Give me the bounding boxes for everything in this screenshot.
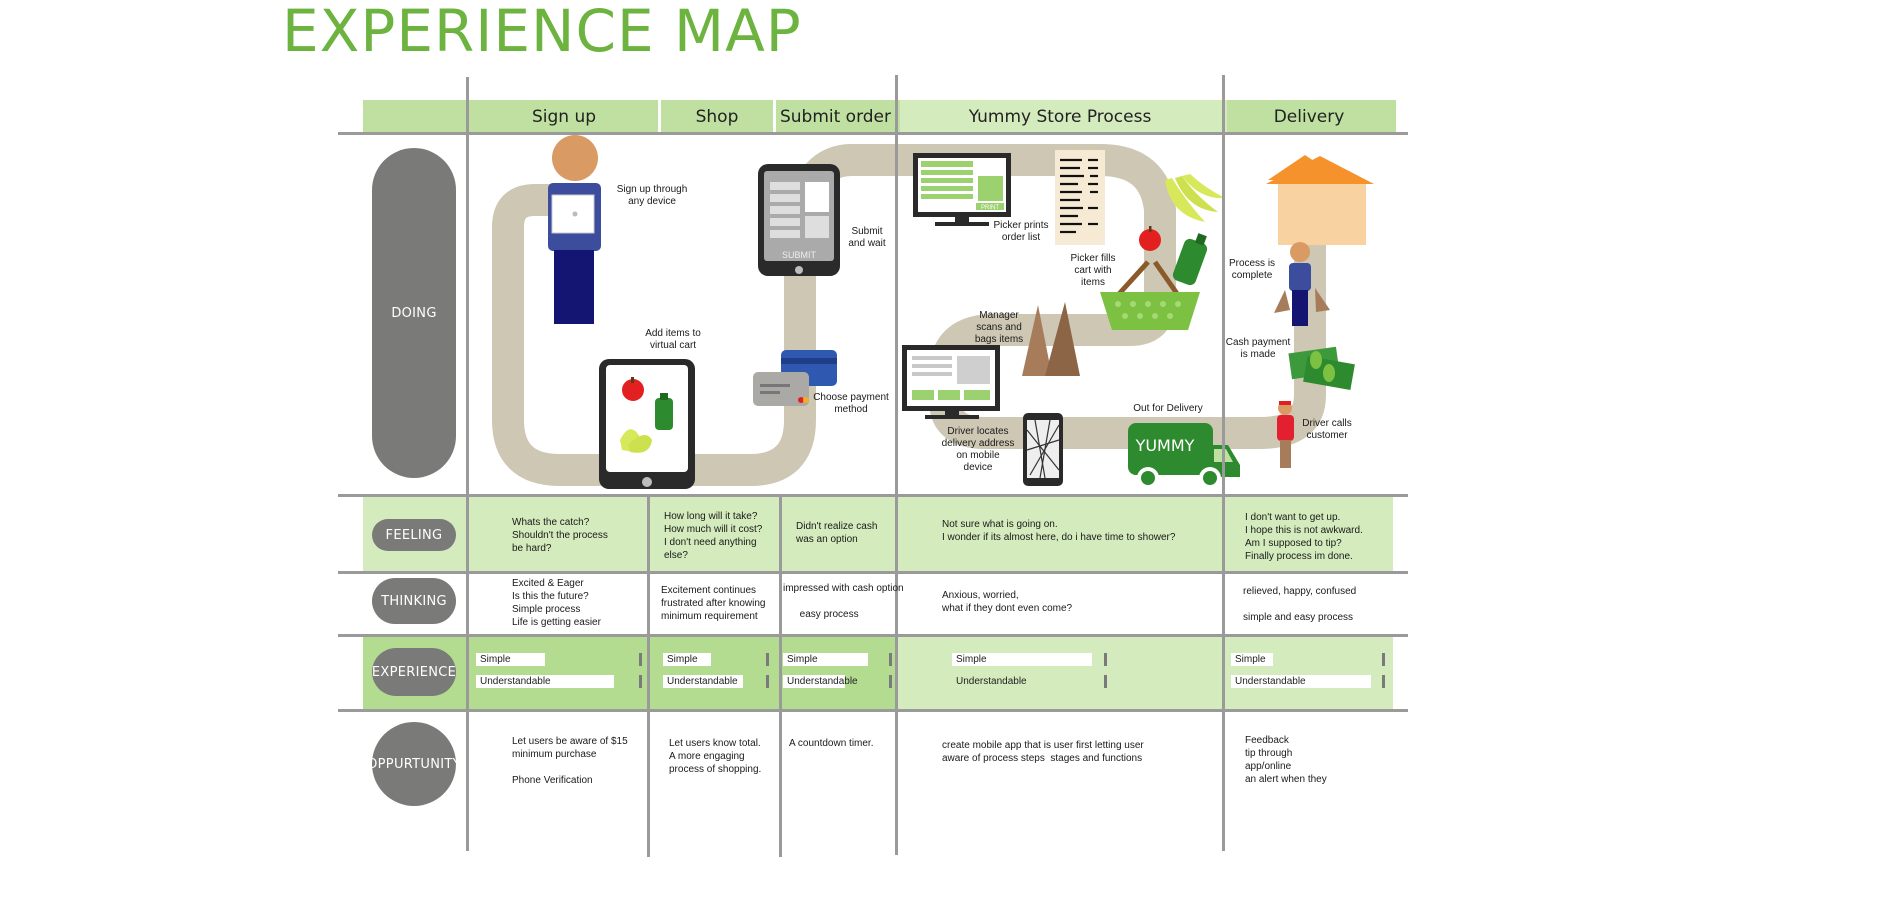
exp-yummy-max-marker [1104, 653, 1107, 666]
bottle-icon [1172, 233, 1208, 286]
caption-picker-fills: Picker fills cart with items [1070, 253, 1116, 288]
customer-person-icon [1274, 242, 1330, 326]
exp-signup-max-marker [639, 653, 642, 666]
delivery-truck-icon: YUMMY [1128, 423, 1240, 489]
submit-button-label: SUBMIT [782, 250, 817, 260]
shopping-basket-icon [1100, 260, 1200, 330]
exp-yummy-max-marker-2 [1104, 675, 1107, 688]
experience-row-band-b [898, 636, 1393, 710]
phase-submit-order: Submit order [779, 107, 892, 127]
grocery-bags-icon [1022, 302, 1080, 376]
truck-logo-text: YUMMY [1135, 436, 1195, 455]
opportunity-delivery: Feedback tip through app/online an alert… [1245, 735, 1327, 785]
exp-submit-understandable-bar: Understandable [783, 675, 858, 688]
phase-yummy-store-process: Yummy Store Process [968, 107, 1152, 127]
caption-submit-wait: Submit and wait [848, 226, 886, 249]
driver-person-icon [1277, 401, 1294, 468]
feeling-sign-up: Whats the catch? Shouldn't the process b… [512, 517, 608, 554]
opportunity-shop: Let users know total. A more engaging pr… [669, 738, 762, 775]
phase-header-band-yummy [900, 100, 1227, 134]
phase-header-divider-2 [773, 100, 776, 134]
phase-shop: Shop [695, 107, 739, 127]
caption-sign-up: Sign up through any device [616, 184, 688, 207]
exp-submit-max-marker [889, 653, 892, 666]
caption-driver-locates: Driver locates delivery address on mobil… [941, 426, 1015, 473]
apple-icon [1139, 226, 1161, 251]
row-label-experience: EXPERIENCE [372, 648, 456, 696]
tablet-cart-icon [599, 359, 695, 489]
row-label-feeling: FEELING [372, 519, 456, 551]
thinking-delivery: relieved, happy, confused simple and eas… [1243, 586, 1357, 623]
exp-delivery-max-marker [1382, 653, 1385, 666]
exp-yummy-simple-bar: Simple [952, 653, 1092, 666]
phase-header-divider-1 [658, 100, 661, 134]
opportunity-submit-order: A countdown timer. [789, 738, 874, 749]
person-with-laptop-icon [548, 135, 601, 324]
exp-shop-understandable-bar: Understandable [663, 675, 743, 688]
opportunity-yummy-store: create mobile app that is user first let… [942, 740, 1144, 764]
journey-path [492, 144, 1326, 486]
caption-driver-calls: Driver calls customer [1302, 418, 1352, 441]
exp-shop-max-marker [766, 653, 769, 666]
page-title: EXPERIENCE MAP [282, 0, 802, 65]
scan-monitor-icon [902, 345, 1000, 419]
feeling-shop: How long will it take? How much will it … [664, 511, 763, 561]
phase-sign-up: Sign up [531, 107, 597, 127]
bananas-icon [1165, 174, 1225, 222]
exp-submit-simple-bar: Simple [783, 653, 868, 666]
phase-delivery: Delivery [1273, 107, 1345, 127]
row-label-thinking: THINKING [372, 578, 456, 624]
feeling-submit-order: Didn't realize cash was an option [796, 521, 878, 545]
feeling-yummy-store: Not sure what is going on. I wonder if i… [942, 519, 1176, 543]
exp-submit-max-marker-2 [889, 675, 892, 688]
row-label-opportunity: OPPURTUNITY [367, 722, 461, 806]
exp-signup-understandable-bar: Understandable [476, 675, 614, 688]
caption-choose-payment: Choose payment method [813, 392, 889, 415]
caption-add-items: Add items to virtual cart [645, 328, 701, 351]
exp-shop-simple-bar: Simple [663, 653, 711, 666]
exp-delivery-understandable-bar: Understandable [1231, 675, 1371, 688]
exp-delivery-max-marker-2 [1382, 675, 1385, 688]
exp-signup-max-marker-2 [639, 675, 642, 688]
exp-shop-max-marker-2 [766, 675, 769, 688]
caption-cash-payment: Cash payment is made [1225, 337, 1291, 360]
opportunity-sign-up: Let users be aware of $15 minimum purcha… [512, 736, 628, 786]
caption-picker-prints: Picker prints order list [993, 220, 1049, 243]
feeling-delivery: I don't want to get up. I hope this is n… [1245, 512, 1363, 562]
grid-lines [338, 75, 1408, 857]
payment-cards-icon [753, 350, 837, 406]
thinking-shop: Excitement continues frustrated after kn… [661, 585, 766, 622]
row-label-doing: DOING [372, 148, 456, 478]
thinking-yummy-store: Anxious, worried, what if they dont even… [942, 590, 1073, 614]
feeling-row-band [363, 497, 1393, 571]
exp-yummy-understandable-bar: Understandable [952, 675, 1027, 688]
order-receipt-icon [1055, 150, 1105, 245]
house-icon [1266, 155, 1374, 245]
caption-out-for-delivery: Out for Delivery [1133, 403, 1203, 414]
print-button-label: PRINT [981, 205, 999, 211]
cash-money-icon [1288, 346, 1355, 390]
mobile-map-icon [1023, 413, 1063, 486]
exp-signup-simple-bar: Simple [476, 653, 545, 666]
caption-process-complete: Process is complete [1228, 258, 1276, 281]
caption-manager: Manager scans and bags items [974, 310, 1024, 345]
submit-tablet-icon: SUBMIT [758, 164, 840, 276]
thinking-submit-order: impressed with cash option easy process [783, 583, 904, 620]
thinking-sign-up: Excited & Eager Is this the future? Simp… [512, 578, 601, 628]
print-monitor-icon: PRINT [913, 153, 1011, 226]
exp-delivery-simple-bar: Simple [1231, 653, 1273, 666]
